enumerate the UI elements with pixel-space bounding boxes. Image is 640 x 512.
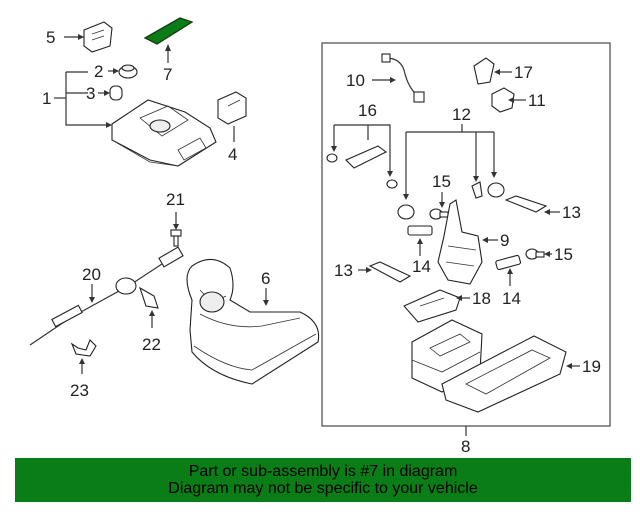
part-2[interactable] (118, 64, 138, 79)
part-1[interactable] (111, 99, 217, 167)
label-12: 12 (452, 105, 471, 124)
part-15-upper[interactable] (429, 208, 449, 220)
label-6: 6 (261, 269, 270, 288)
banner-line-1: Part or sub-assembly is #7 in diagram (188, 463, 458, 480)
label-10: 10 (346, 71, 365, 90)
part-14-right[interactable] (495, 254, 521, 271)
part-4[interactable] (217, 91, 247, 125)
label-5: 5 (46, 28, 55, 47)
part-13-left[interactable] (368, 261, 412, 283)
part-17[interactable] (473, 57, 495, 85)
label-8: 8 (461, 437, 470, 456)
info-banner: Part or sub-assembly is #7 in diagram Di… (15, 458, 631, 502)
part-19[interactable] (441, 335, 567, 413)
label-11: 11 (528, 91, 546, 110)
label-19: 19 (582, 357, 601, 376)
part-13-right[interactable] (504, 195, 548, 213)
part-22[interactable] (139, 286, 159, 309)
label-21: 21 (166, 190, 185, 209)
part-16[interactable] (326, 145, 398, 189)
label-2: 2 (94, 62, 103, 81)
label-14-left: 14 (412, 257, 431, 276)
part-14-left[interactable] (407, 225, 433, 236)
part-5[interactable] (83, 21, 113, 53)
label-15-upper: 15 (432, 172, 451, 191)
part-21[interactable] (170, 229, 182, 247)
label-18: 18 (472, 289, 491, 308)
part-6[interactable] (186, 258, 320, 385)
part-23[interactable] (70, 339, 97, 357)
part-10[interactable] (381, 53, 425, 103)
label-17: 17 (514, 63, 533, 82)
part-12[interactable] (397, 181, 505, 220)
label-16: 16 (358, 101, 377, 120)
label-4: 4 (228, 145, 237, 164)
label-13-right: 13 (562, 203, 581, 222)
part-11[interactable] (491, 87, 515, 113)
label-14-right: 14 (502, 289, 521, 308)
label-13-left: 13 (334, 261, 353, 280)
label-1: 1 (42, 89, 51, 108)
part-3[interactable] (109, 85, 123, 101)
part-20[interactable] (29, 246, 184, 346)
banner-line-2: Diagram may not be specific to your vehi… (168, 480, 478, 497)
part-15-lower[interactable] (525, 248, 545, 260)
label-15-lower: 15 (554, 245, 573, 264)
label-20: 20 (82, 265, 101, 284)
label-9: 9 (500, 231, 509, 250)
part-7-highlighted[interactable] (143, 17, 194, 45)
part-9[interactable] (437, 199, 483, 285)
part-18[interactable] (403, 289, 461, 323)
label-3: 3 (86, 84, 95, 103)
label-22: 22 (142, 335, 161, 354)
label-23: 23 (70, 381, 89, 400)
label-7: 7 (163, 65, 172, 84)
